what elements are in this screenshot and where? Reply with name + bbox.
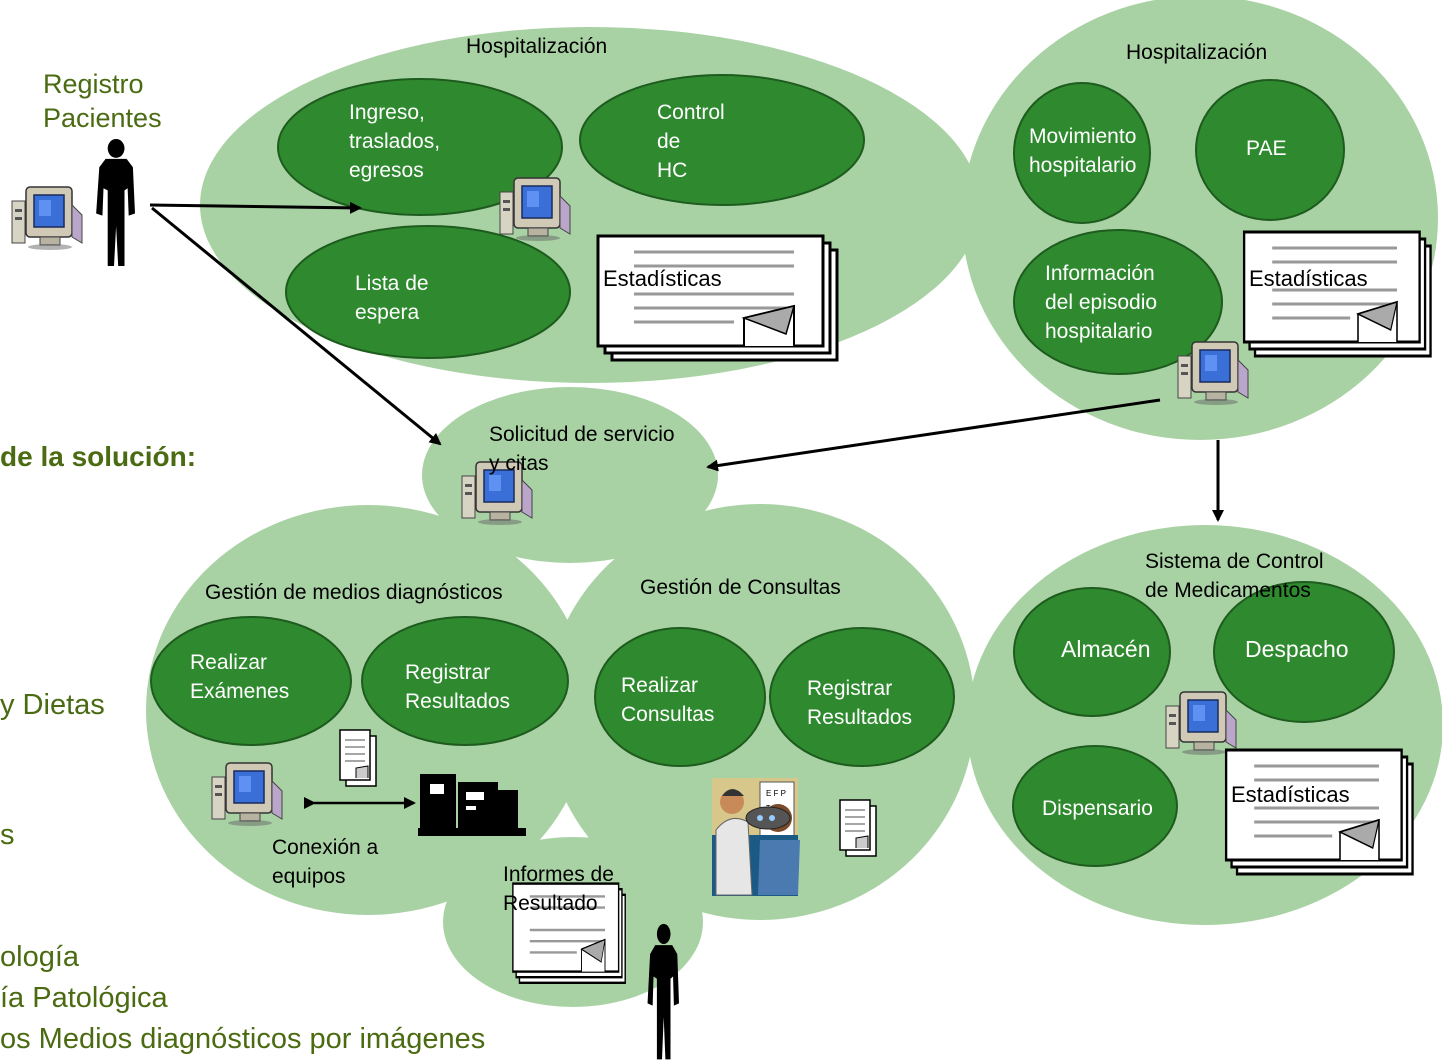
person-silhouette-icon [96,138,135,266]
process-control-hc [579,74,865,206]
registrar-resultados-cons-label: Registrar Resultados [807,677,913,729]
medicamentos-title: Sistema de Control de Medicamentos [1145,550,1324,602]
arrow-registro-to-solicitud [151,206,442,446]
estadisticas-label-left: Estadísticas [603,266,722,291]
doctor-clipart-icon: E F P T O Z L P E D [712,778,800,896]
realizar-consultas-label: Realizar Consultas [621,674,715,726]
computer-icon [11,186,83,251]
informacion-label: Información del episodio hospitalario [1045,262,1158,343]
lista-espera-label: Lista de espera [355,272,429,324]
pae-label: PAE [1246,137,1287,160]
process-realizar-examenes [150,616,352,746]
registrar-resultados-diag-label: Registrar Resultados [405,661,511,713]
bg-text-dietas: y Dietas [0,689,105,721]
process-almacen [1013,587,1171,717]
consultas-title: Gestión de Consultas [640,576,841,599]
bg-text-imagenes: os Medios diagnósticos por imágenes [0,1023,486,1055]
bg-text-patologica: ía Patológica [0,982,168,1014]
svg-text:E F P: E F P [766,789,786,798]
control-hc-label: Control de HC [657,101,725,182]
despacho-label: Despacho [1245,636,1349,662]
solicitud-label: Solicitud de servicio y citas [489,423,675,475]
bg-text-s: s [0,819,15,851]
diagnosticos-title: Gestión de medios diagnósticos [205,581,503,604]
small-document-icon [339,729,377,787]
process-registrar-resultados-cons [769,627,955,767]
estadisticas-label-med: Estadísticas [1231,782,1350,807]
process-pae [1195,79,1345,221]
arrow-registro-to-ingreso [149,201,362,214]
hosp-left-title: Hospitalización [466,35,608,58]
almacen-label: Almacén [1061,636,1151,662]
process-informacion [1013,229,1223,375]
process-movimiento [1013,82,1151,224]
bg-text-solucion: de la solución: [0,441,197,472]
process-registrar-resultados-diag [361,616,569,746]
movimiento-label: Movimiento hospitalario [1029,125,1137,177]
arrow-hosp-to-solicitud [706,398,1161,472]
estadisticas-label-right: Estadísticas [1249,266,1368,291]
process-dispensario [1012,745,1178,867]
documents-stack-icon [596,234,839,362]
small-document-icon [839,799,877,857]
conexion-equipos-label: Conexión a equipos [272,836,379,888]
informes-label: Informes de Resultado [503,863,614,915]
process-despacho [1213,581,1395,723]
hosp-right-title: Hospitalización [1126,41,1268,64]
process-ingreso [277,78,563,216]
dispensario-label: Dispensario [1042,797,1153,820]
process-lista-espera [285,225,571,359]
lab-equipment-icon [418,774,526,836]
ingreso-label: Ingreso, traslados, egresos [349,101,441,182]
process-realizar-consultas [594,627,766,767]
bg-text-logia: ología [0,941,80,973]
registro-pacientes-label: Registro Pacientes [43,69,162,133]
documents-stack-icon [1224,748,1415,876]
documents-stack-icon [1242,230,1433,358]
realizar-examenes-label: Realizar Exámenes [190,651,290,703]
